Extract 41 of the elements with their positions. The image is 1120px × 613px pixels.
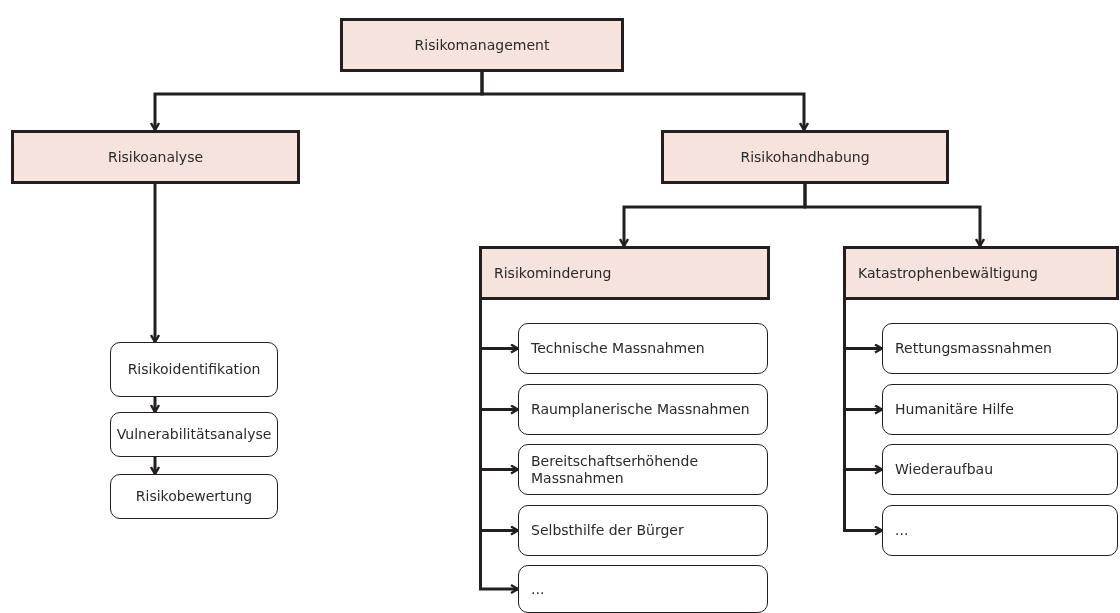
connector-arrow bbox=[843, 300, 884, 536]
item-box bbox=[110, 474, 278, 519]
node-label: Rettungsmassnahmen bbox=[895, 340, 1052, 357]
item-box bbox=[110, 342, 278, 397]
node-label: Humanitäre Hilfe bbox=[895, 401, 1014, 418]
node-label: Bereitschaftserhöhende Massnahmen bbox=[531, 453, 699, 486]
connector-arrow bbox=[149, 457, 161, 476]
node-label: Risikominderung bbox=[494, 264, 612, 282]
category-box bbox=[661, 130, 949, 184]
node-label: Risikoanalyse bbox=[107, 148, 204, 166]
item-box bbox=[518, 505, 768, 556]
item-box bbox=[518, 565, 768, 613]
node-label: Technische Massnahmen bbox=[531, 340, 705, 357]
node-label: Risikohandhabung bbox=[740, 148, 870, 166]
connector-arrow bbox=[479, 300, 520, 595]
item-box bbox=[518, 323, 768, 374]
node-label: Selbsthilfe der Bürger bbox=[531, 522, 684, 539]
item-box bbox=[882, 444, 1118, 495]
node-label: Raumplanerische Massnahmen bbox=[531, 401, 750, 418]
node-label: ... bbox=[531, 580, 545, 598]
node-label: Katastrophenbewältigung bbox=[858, 264, 1038, 282]
category-box bbox=[843, 246, 1119, 300]
item-box bbox=[882, 384, 1118, 435]
connector-arrow bbox=[803, 184, 986, 248]
node-label: Vulnerabilitätsanalyse bbox=[116, 426, 272, 443]
item-box bbox=[110, 412, 278, 457]
node-label: ... bbox=[895, 522, 909, 539]
connector-arrow bbox=[149, 397, 161, 414]
node-label: Wiederaufbau bbox=[895, 461, 993, 478]
connector-arrow bbox=[149, 184, 161, 344]
category-box bbox=[340, 18, 624, 72]
category-box bbox=[11, 130, 300, 184]
connector-arrow bbox=[480, 72, 810, 132]
item-box bbox=[882, 323, 1118, 374]
node-label: Risikoidentifikation bbox=[127, 361, 261, 378]
item-box bbox=[882, 505, 1118, 556]
node-label: Risikomanagement bbox=[414, 36, 550, 54]
item-box bbox=[518, 384, 768, 435]
item-box bbox=[518, 444, 768, 495]
node-label: Risikobewertung bbox=[135, 488, 253, 505]
category-box bbox=[479, 246, 770, 300]
